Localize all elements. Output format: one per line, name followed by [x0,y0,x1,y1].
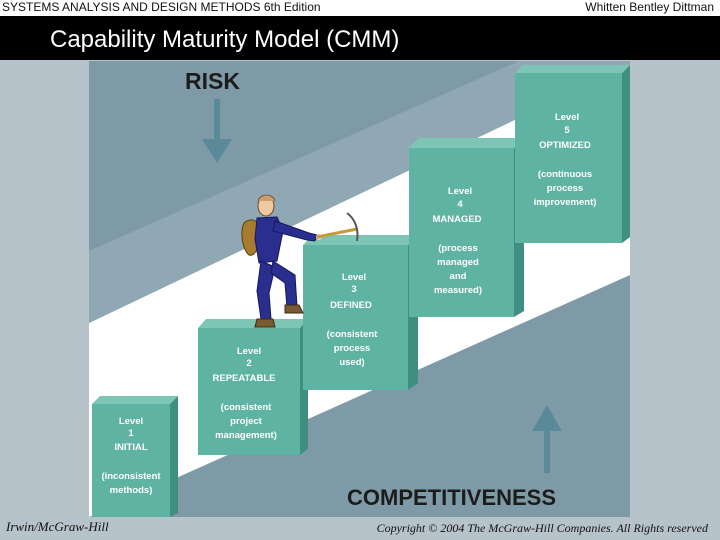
level-3-word: Level [342,272,366,283]
level-2-number: 2 [246,358,251,369]
level-1-block: Level 1 INITIAL (inconsistent methods) [92,396,178,517]
level-2-block: Level 2 REPEATABLE (consistent project m… [198,319,308,455]
level-2-desc-1: (consistent [221,402,273,413]
risk-label: RISK [185,68,240,94]
cmm-diagram: RISK COMPETITIVENESS Level 1 INITIAL (in… [89,61,630,517]
climber-figure-icon [241,194,359,328]
level-4-word: Level [448,186,472,197]
level-3-desc-2: process [334,343,370,354]
authors-label: Whitten Bentley Dittman [585,0,714,14]
level-3-desc-1: (consistent [327,329,379,340]
level-3-block: Level 3 DEFINED (consistent process used… [303,235,418,390]
level-4-desc-3: and [450,271,467,282]
level-4-block: Level 4 MANAGED (process managed and mea… [409,138,524,317]
level-5-desc-3: improvement) [534,197,597,208]
level-1-name: INITIAL [114,442,147,453]
competitiveness-arrow-icon [532,405,562,473]
header-bar: SYSTEMS ANALYSIS AND DESIGN METHODS 6th … [0,0,720,16]
level-5-word: Level [555,112,579,123]
level-4-desc-1: (process [438,243,478,254]
edition-label: 6th Edition [263,0,321,14]
level-4-desc-4: measured) [434,285,482,296]
level-2-word: Level [237,346,261,357]
level-1-word: Level [119,416,143,427]
level-5-desc-1: (continuous [538,169,592,180]
title-bar: Capability Maturity Model (CMM) [0,16,720,60]
level-2-desc-2: project [230,416,263,427]
book-title: SYSTEMS ANALYSIS AND DESIGN METHODS 6th … [2,0,321,14]
level-1-desc-2: methods) [110,485,153,496]
footer-bar: Irwin/McGraw-Hill Copyright © 2004 The M… [0,517,720,540]
level-3-name: DEFINED [330,300,372,311]
level-1-desc-1: (inconsistent [101,471,161,482]
level-4-name: MANAGED [432,214,481,225]
level-1-number: 1 [128,428,134,439]
publisher-label: Irwin/McGraw-Hill [6,519,109,534]
level-3-desc-3: used) [339,357,364,368]
level-4-desc-2: managed [437,257,479,268]
level-2-name: REPEATABLE [213,373,276,384]
upper-band [89,61,630,323]
level-5-block: Level 5 OPTIMIZED (continuous process im… [515,65,630,243]
level-3-number: 3 [351,284,356,295]
level-5-name: OPTIMIZED [539,140,591,151]
risk-arrow-icon [202,99,232,163]
slide-title: Capability Maturity Model (CMM) [50,26,400,53]
copyright-label: Copyright © 2004 The McGraw-Hill Compani… [376,521,708,535]
level-4-number: 4 [457,199,463,210]
level-2-desc-3: management) [215,430,277,441]
competitiveness-label: COMPETITIVENESS [347,485,556,510]
level-5-desc-2: process [547,183,583,194]
level-5-number: 5 [564,125,570,136]
